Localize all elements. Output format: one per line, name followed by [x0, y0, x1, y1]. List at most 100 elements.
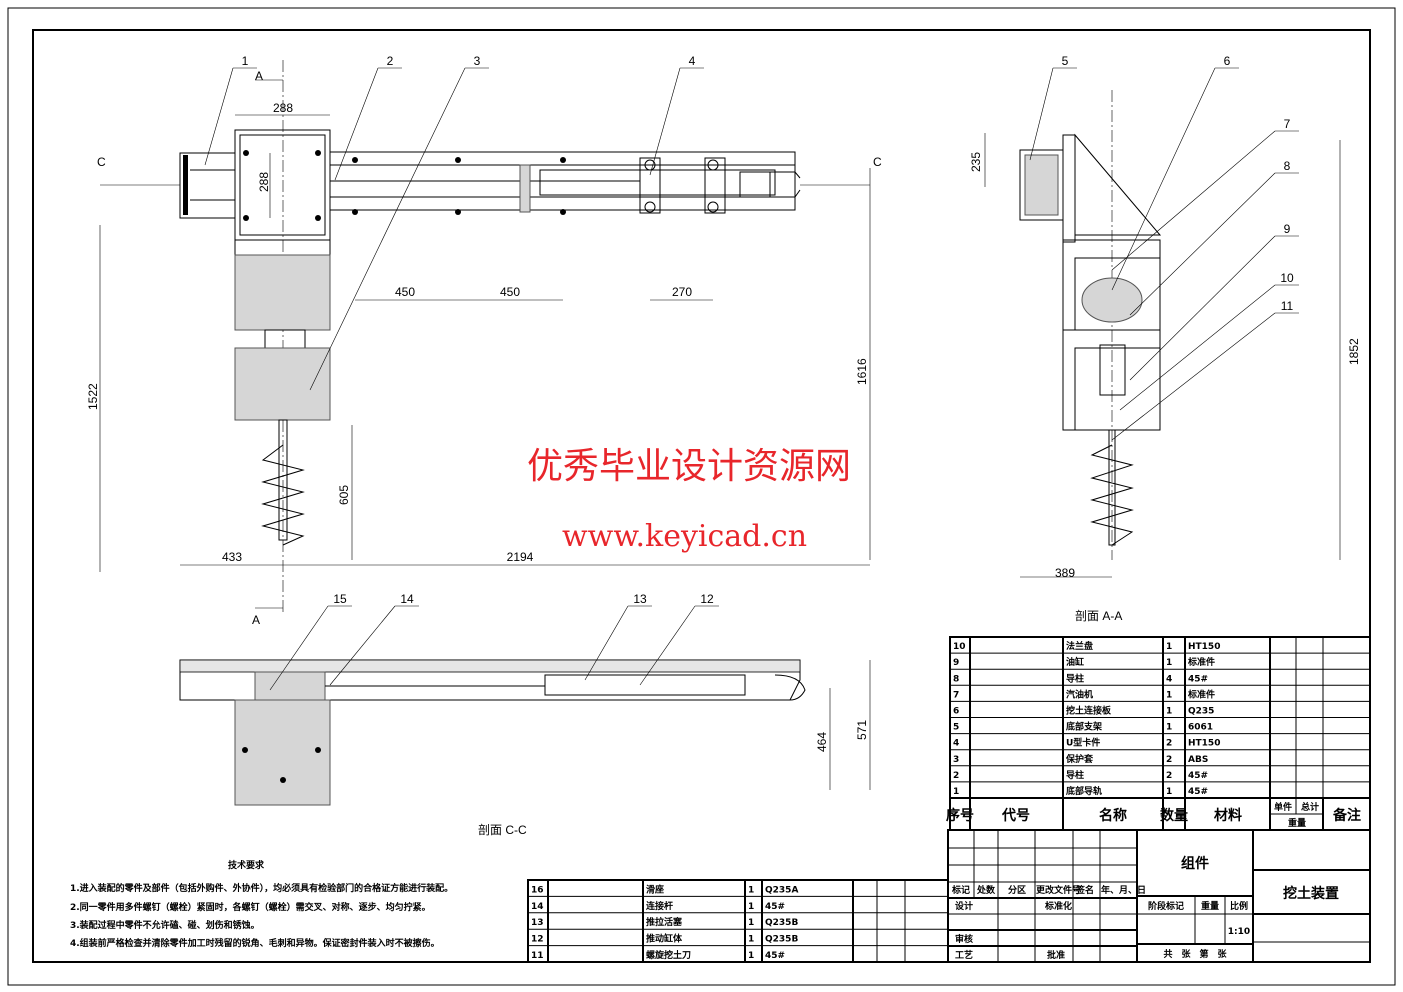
dim-1852: 1852 [1347, 338, 1361, 365]
bom-cell: 16 [531, 885, 544, 895]
tb-count: 处数 [976, 884, 996, 896]
section-cc-label: 剖面 C-C [478, 823, 527, 837]
header-qty: 数量 [1160, 807, 1188, 824]
tb-weight: 重量 [1201, 900, 1219, 912]
tb-standard: 标准化 [1044, 900, 1072, 912]
bom-cell: 45# [765, 951, 785, 961]
auger-spiral [261, 444, 305, 546]
bom-cell: 4 [1166, 674, 1172, 684]
tech-item: 4.组装前严格检查并清除零件加工时残留的锐角、毛刺和异物。保证密封件装入时不被擦… [70, 937, 440, 949]
header-material: 材料 [1214, 807, 1242, 824]
tech-item: 3.装配过程中零件不允许磕、碰、划伤和锈蚀。 [70, 919, 260, 931]
bom-cell: HT150 [1188, 642, 1220, 652]
dim-288-height: 288 [257, 172, 271, 192]
bom-cell: 1 [1166, 690, 1172, 700]
bom-cell: 1 [1166, 707, 1172, 717]
bom-cell: 9 [953, 658, 959, 668]
part-balloon: 7 [1284, 117, 1291, 131]
dim-433: 433 [222, 550, 242, 564]
part-balloon: 14 [400, 592, 414, 606]
bom-row: 8 导柱 4 45# [953, 672, 1208, 684]
dim-450-b: 450 [500, 285, 520, 299]
tb-sign: 签名 [1075, 884, 1094, 896]
bom-cell: 5 [953, 723, 959, 733]
bom-cell: 45# [1188, 771, 1208, 781]
bom-cell: 油缸 [1066, 656, 1084, 668]
bom-cell: 标准件 [1187, 656, 1215, 668]
bom-cell: 推拉活塞 [646, 916, 683, 928]
dim-389: 389 [1055, 566, 1075, 580]
bom-cell: 10 [953, 642, 966, 652]
tb-sheets: 共 张 第 张 [1163, 948, 1227, 960]
dim-270: 270 [672, 285, 692, 299]
bom-cell: 1 [1166, 723, 1172, 733]
bom-cell: 1 [748, 918, 754, 928]
tb-stage: 阶段标记 [1148, 900, 1184, 912]
bom-cell: 导柱 [1066, 672, 1084, 684]
bom-cell: 2 [1166, 739, 1172, 749]
bom-cell: 螺旋挖土刀 [646, 949, 691, 961]
dim-571: 571 [855, 720, 869, 740]
dim-2194: 2194 [507, 550, 534, 564]
side-view-aa [1019, 90, 1162, 560]
part-balloon: 3 [474, 54, 481, 68]
header-mass: 重量 [1288, 817, 1306, 829]
bom-cell: Q235B [765, 935, 798, 945]
header-seq: 序号 [946, 807, 974, 824]
header-total: 总计 [1301, 801, 1319, 813]
section-view-cc [179, 659, 806, 806]
bom-cell: 保护套 [1065, 753, 1094, 765]
part-balloon: 15 [333, 592, 347, 606]
dim-605: 605 [337, 485, 351, 505]
part-balloon: 10 [1280, 271, 1294, 285]
bom-header: 序号 代号 名称 数量 材料 单件 总计 重量 备注 [946, 797, 1371, 831]
bom-cell: 45# [1188, 674, 1208, 684]
bom-cell: 1 [748, 902, 754, 912]
bom-cell: 2 [953, 771, 959, 781]
part-balloon: 9 [1284, 222, 1291, 236]
dimension-lines [99, 79, 1341, 790]
bom-cell: 导柱 [1066, 769, 1084, 781]
tb-date: 年、月、日 [1101, 884, 1146, 896]
bom-cell: 13 [531, 918, 544, 928]
part-balloon: 12 [700, 592, 714, 606]
bom-cell: 1 [1166, 787, 1172, 797]
section-aa-label: 剖面 A-A [1075, 609, 1122, 623]
dim-235: 235 [969, 152, 983, 172]
bom-cell: 2 [1166, 755, 1172, 765]
bom-cell: 1 [953, 787, 959, 797]
bom-cell: 2 [1166, 771, 1172, 781]
bom-cell: 4 [953, 739, 959, 749]
watermark-title: 优秀毕业设计资源网 [527, 446, 851, 487]
part-balloon: 2 [387, 54, 394, 68]
bom-cell: 8 [953, 674, 959, 684]
bom-cell: 14 [531, 902, 544, 912]
bom-cell: 6061 [1188, 723, 1213, 733]
bom-cell: 1 [748, 951, 754, 961]
tb-process: 工艺 [955, 949, 973, 961]
tb-review: 审核 [955, 933, 973, 945]
bom-cell: 45# [1188, 787, 1208, 797]
part-balloon: 1 [242, 54, 249, 68]
bom-cell: Q235 [1188, 707, 1214, 717]
dim-1522: 1522 [86, 383, 100, 410]
bom-cell: 底部支架 [1066, 721, 1102, 733]
bom-cell: 11 [531, 951, 544, 961]
section-marker-c-right: C [873, 155, 882, 169]
technical-requirements: 技术要求 1.进入装配的零件及部件（包括外购件、外协件），均必须具有检验部门的合… [70, 859, 453, 949]
bom-cell: 1 [748, 935, 754, 945]
dim-464: 464 [815, 732, 829, 752]
bom-cell: 汽油机 [1066, 688, 1093, 700]
header-single: 单件 [1274, 801, 1292, 813]
bom-row: 5 底部支架 1 6061 [953, 721, 1213, 733]
tech-item: 2.同一零件用多件螺钉（螺栓）紧固时，各螺钉（螺栓）需交叉、对称、逐步、均匀拧紧… [70, 901, 431, 913]
